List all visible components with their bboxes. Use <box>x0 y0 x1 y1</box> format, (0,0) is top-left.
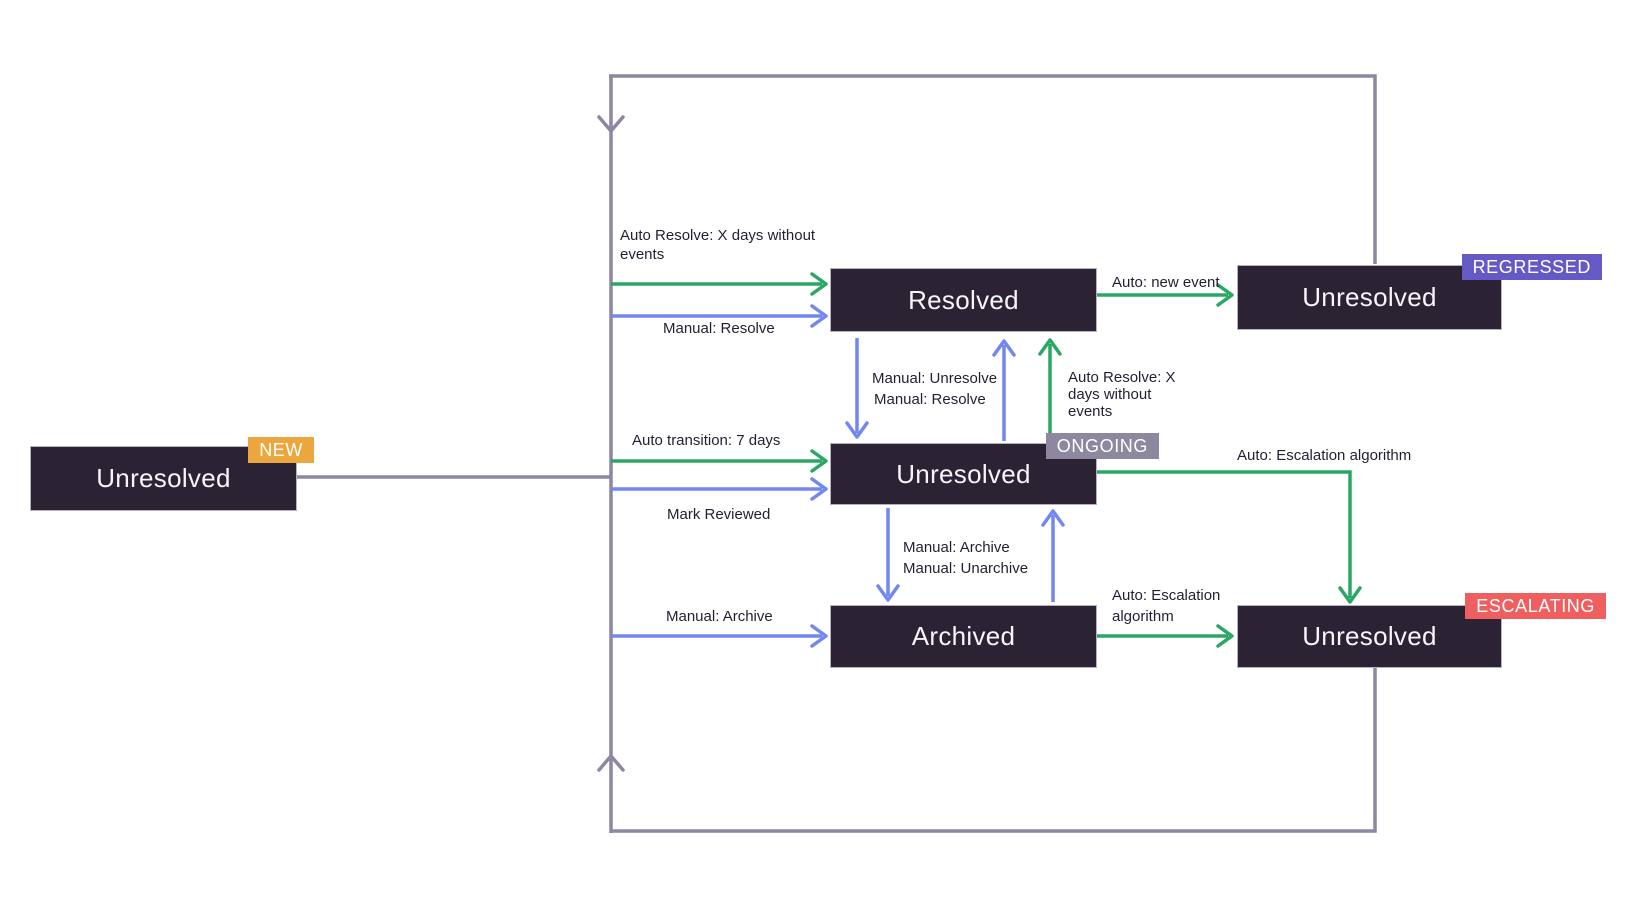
label-line: Auto Resolve: X <box>1068 369 1176 386</box>
label-auto-transition: Auto transition: 7 days <box>632 432 781 449</box>
loop-up-chevron-icon <box>597 754 625 772</box>
label-auto-escalation-bottom: Auto: Escalation algorithm <box>1112 585 1220 627</box>
label-auto-escalation-top: Auto: Escalation algorithm <box>1237 447 1412 464</box>
arrowhead-icon <box>845 421 869 439</box>
arrowhead-icon <box>1216 624 1234 648</box>
node-unresolved-regressed: Unresolved REGRESSED <box>1237 254 1602 330</box>
label-line: events <box>1068 403 1113 420</box>
arrowhead-icon <box>1216 283 1234 307</box>
label-auto-new-event: Auto: new event <box>1112 274 1220 291</box>
badge-new: NEW <box>248 437 314 463</box>
arrowhead-icon <box>876 584 900 602</box>
node-resolved: Resolved <box>830 268 1097 332</box>
node-label: Unresolved <box>96 463 231 493</box>
node-label: Unresolved <box>896 458 1031 489</box>
node-unresolved-new: Unresolved NEW <box>30 437 314 511</box>
label-auto-resolve-mid: Auto Resolve: X days without events <box>1068 369 1176 420</box>
label-line: days without <box>1068 386 1152 403</box>
node-archived: Archived <box>830 605 1097 668</box>
label-line: algorithm <box>1112 608 1174 625</box>
arrow-escalation-ongoing-to-escalating <box>1097 470 1352 598</box>
node-label: Resolved <box>908 284 1019 315</box>
node-label: Archived <box>911 621 1016 651</box>
label-line: Auto: Escalation <box>1112 587 1221 604</box>
label-manual-archive-unarchive: Manual: Archive Manual: Unarchive <box>903 537 1028 579</box>
arrowhead-icon <box>1041 509 1065 527</box>
label-manual-archive-left: Manual: Archive <box>666 608 773 625</box>
label-line: Manual: Archive <box>903 539 1010 556</box>
arrowhead-icon <box>810 624 828 648</box>
label-line: Manual: Unarchive <box>903 560 1029 577</box>
badge-escalating: ESCALATING <box>1465 593 1606 619</box>
arrowhead-icon <box>810 477 828 501</box>
badge-regressed: REGRESSED <box>1461 254 1602 280</box>
arrowhead-icon <box>1338 586 1362 604</box>
arrowhead-icon <box>810 449 828 473</box>
loop-top-right-line <box>609 74 1377 264</box>
node-label: Unresolved <box>1302 621 1437 651</box>
label-manual-unresolve-resolve: Manual: Unresolve Manual: Resolve <box>872 368 997 410</box>
label-manual-resolve-left: Manual: Resolve <box>663 320 775 337</box>
label-line: Manual: Unresolve <box>872 370 998 387</box>
label-line: events <box>620 246 665 263</box>
arrowhead-icon <box>992 339 1016 357</box>
arrowhead-icon <box>810 272 828 296</box>
arrowhead-icon <box>810 304 828 328</box>
label-mark-reviewed: Mark Reviewed <box>667 506 771 523</box>
label-auto-resolve-left: Auto Resolve: X days without events <box>620 226 815 264</box>
node-unresolved-escalating: Unresolved ESCALATING <box>1237 593 1606 668</box>
loop-bottom-right-line <box>610 668 1377 833</box>
label-line: Auto Resolve: X days without <box>620 227 816 244</box>
label-line: Manual: Resolve <box>874 391 986 408</box>
badge-ongoing: ONGOING <box>1045 433 1159 459</box>
arrowhead-icon <box>1038 338 1062 356</box>
loop-down-chevron-icon <box>597 115 625 133</box>
node-unresolved-ongoing: Unresolved ONGOING <box>830 433 1159 505</box>
node-label: Unresolved <box>1302 282 1437 312</box>
